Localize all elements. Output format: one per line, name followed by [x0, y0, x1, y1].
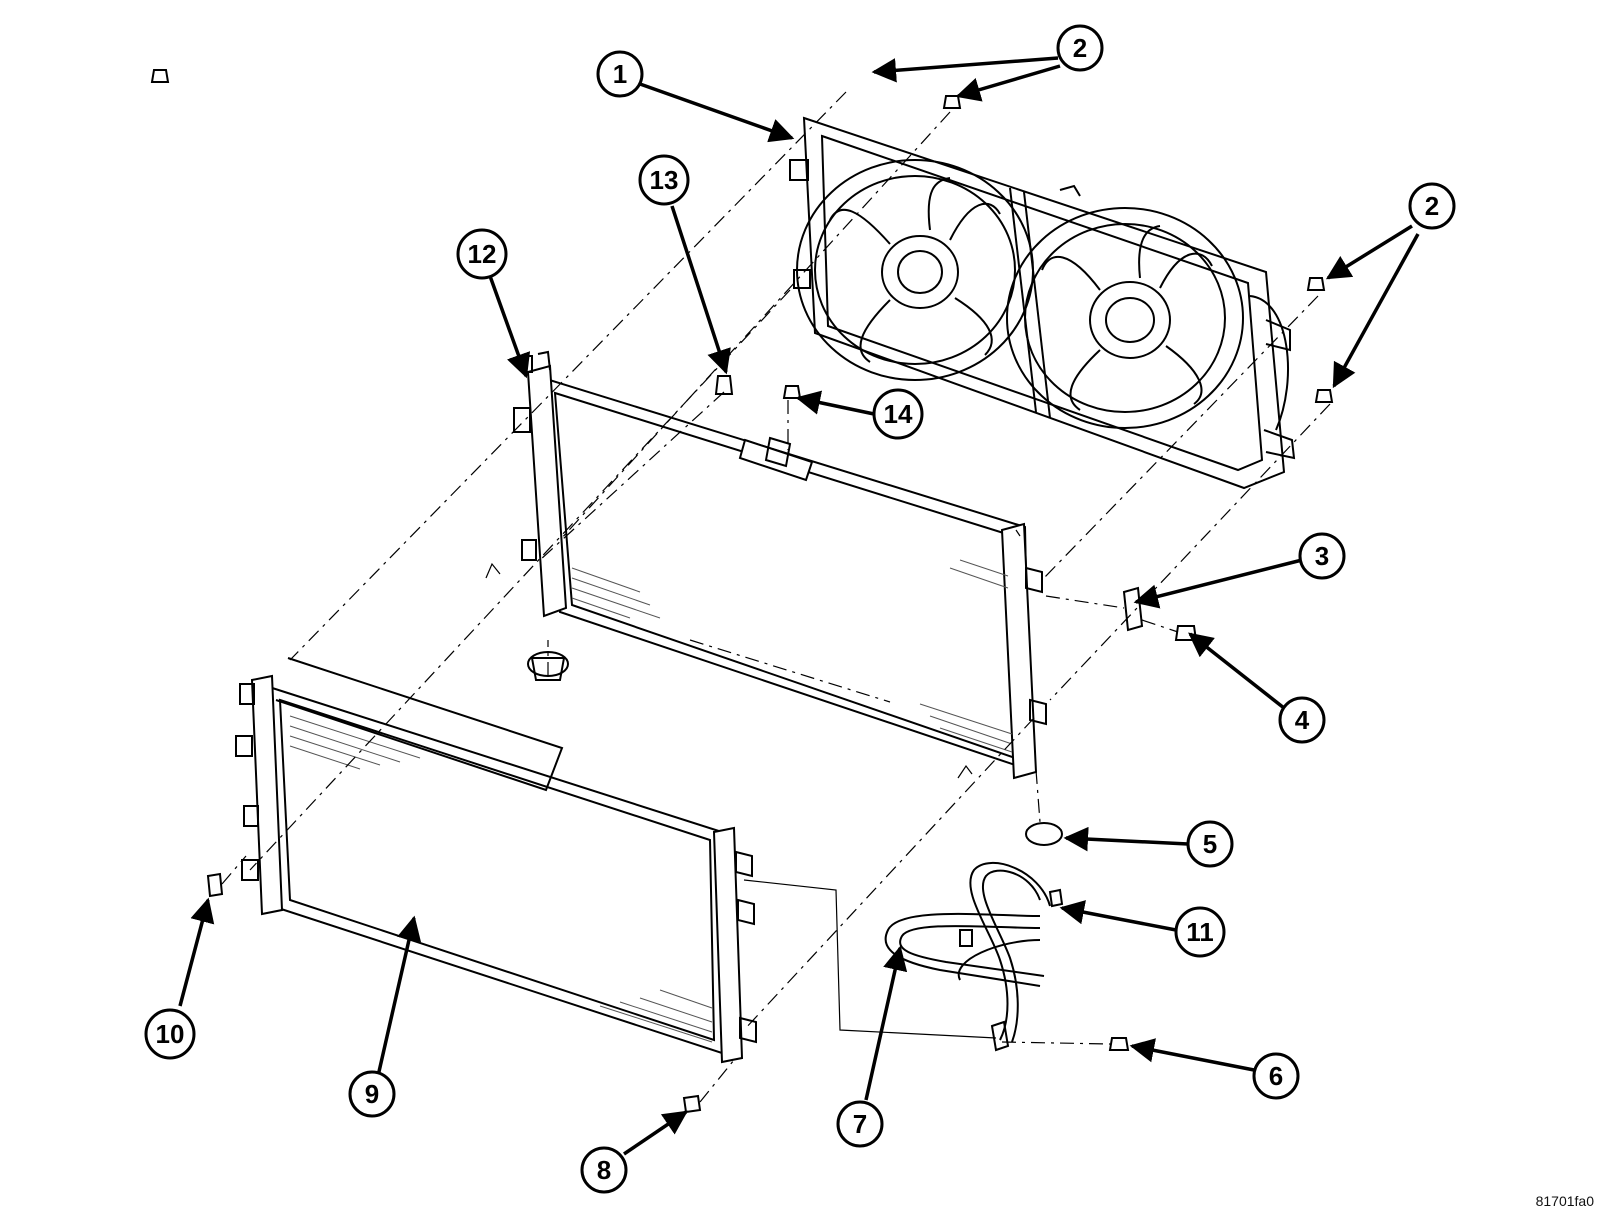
condenser-core-fins: [289, 715, 713, 1043]
bolt-fan-right-2: [1314, 389, 1334, 403]
bolt-fan-upper-1: [150, 69, 170, 83]
radiator-core-fins: [571, 559, 1013, 753]
bolt-6: [1108, 1037, 1130, 1051]
figure-id: 81701fa0: [1535, 1193, 1594, 1209]
callout-6: 6: [1252, 1052, 1300, 1100]
leader-arrows: [178, 56, 1420, 1156]
svg-text:11: 11: [1186, 917, 1214, 947]
svg-text:4: 4: [1295, 705, 1310, 735]
radiator: [513, 350, 1047, 780]
svg-text:8: 8: [597, 1155, 611, 1185]
svg-text:2: 2: [1425, 191, 1439, 221]
nut-14: [782, 385, 802, 399]
alignment-lines: [221, 91, 1331, 1103]
callout-14: 14: [872, 388, 924, 440]
svg-text:1: 1: [613, 59, 627, 89]
svg-text:2: 2: [1073, 33, 1087, 63]
svg-text:10: 10: [156, 1019, 185, 1049]
clip-13: [714, 375, 734, 395]
callout-7: 7: [836, 1100, 884, 1148]
insulator-5: [1025, 822, 1063, 846]
callout-12: 12: [456, 228, 508, 280]
bolt-10: [206, 872, 224, 898]
svg-text:5: 5: [1203, 829, 1217, 859]
svg-text:7: 7: [853, 1109, 867, 1139]
callout-2-right: 2: [1408, 182, 1456, 230]
callout-4: 4: [1278, 696, 1326, 744]
fan-shroud-assembly: [789, 116, 1296, 490]
oil-cooler-tubes: [884, 861, 1064, 1052]
callout-9: 9: [348, 1070, 396, 1118]
callout-13: 13: [638, 154, 690, 206]
bolt-8: [682, 1094, 702, 1114]
svg-text:14: 14: [884, 399, 913, 429]
svg-text:9: 9: [365, 1079, 379, 1109]
svg-text:13: 13: [650, 165, 679, 195]
callout-8: 8: [580, 1146, 628, 1194]
callout-5: 5: [1186, 820, 1234, 868]
svg-text:6: 6: [1269, 1061, 1283, 1091]
ac-condenser: [235, 657, 757, 1064]
callout-1: 1: [596, 50, 644, 98]
callout-10: 10: [144, 1008, 196, 1060]
callout-2-top: 2: [1056, 24, 1104, 72]
svg-text:12: 12: [468, 239, 497, 269]
bracket-3: [1122, 586, 1144, 632]
bolt-fan-upper-2: [942, 95, 962, 109]
svg-text:3: 3: [1315, 541, 1329, 571]
routing-lines: [485, 529, 1021, 1039]
bolt-fan-right-1: [1306, 277, 1326, 291]
fasteners: [150, 69, 1334, 1114]
callout-11: 11: [1174, 906, 1226, 958]
callout-3: 3: [1298, 532, 1346, 580]
